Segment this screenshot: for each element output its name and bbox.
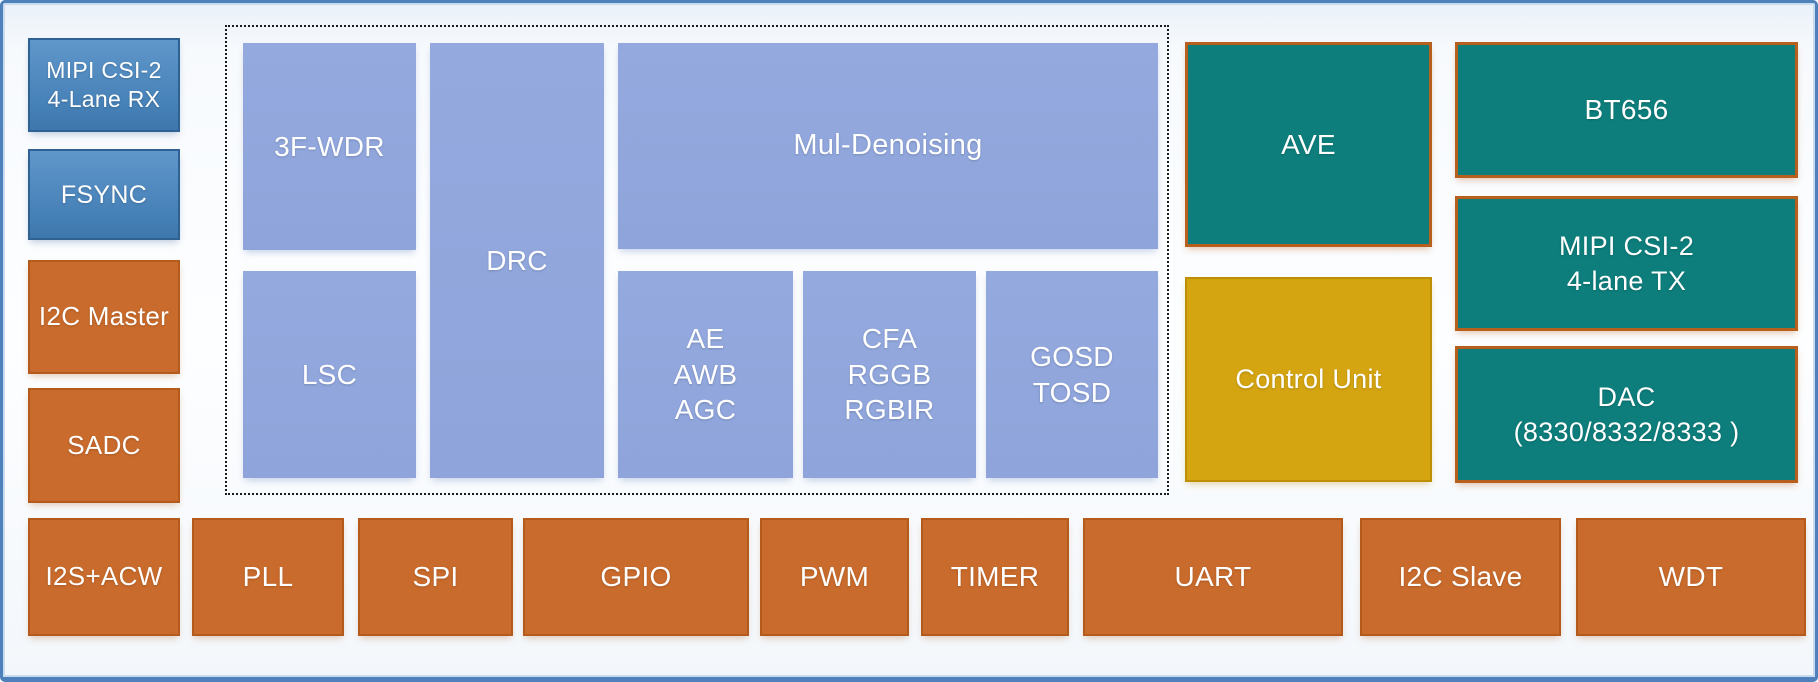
block-label: AWB	[673, 358, 738, 390]
block-label: I2C Slave	[1398, 561, 1523, 593]
block-label: UART	[1174, 561, 1252, 593]
block-ave: AVE	[1185, 42, 1432, 247]
block-fsync: FSYNC	[28, 149, 180, 240]
block-label: 4-Lane RX	[47, 86, 161, 112]
block-label: 4-lane TX	[1566, 265, 1687, 296]
block-mipi-csi2-4lane-rx: MIPI CSI-2 4-Lane RX	[28, 38, 180, 132]
block-dac: DAC (8330/8332/8333 )	[1455, 346, 1798, 483]
block-label: I2S+ACW	[45, 561, 163, 592]
block-timer: TIMER	[921, 518, 1069, 636]
block-label: RGGB	[847, 358, 932, 390]
block-mipi-csi2-4lane-tx: MIPI CSI-2 4-lane TX	[1455, 196, 1798, 331]
block-mul-denoising: Mul-Denoising	[618, 43, 1158, 249]
block-label: AE	[686, 322, 725, 354]
block-label: SPI	[412, 561, 459, 593]
block-label: CFA	[861, 322, 918, 354]
block-gpio: GPIO	[523, 518, 749, 636]
block-label: WDT	[1658, 561, 1724, 593]
block-gosd-tosd: GOSD TOSD	[986, 271, 1158, 478]
block-label: Mul-Denoising	[793, 129, 983, 162]
block-label: MIPI CSI-2	[1558, 230, 1695, 261]
block-label: BT656	[1584, 94, 1669, 126]
block-label: FSYNC	[60, 180, 148, 209]
block-label: AGC	[674, 394, 737, 426]
block-pll: PLL	[192, 518, 344, 636]
block-spi: SPI	[358, 518, 513, 636]
block-label: (8330/8332/8333 )	[1513, 416, 1740, 447]
block-label: Control Unit	[1235, 364, 1382, 395]
block-label: DRC	[486, 244, 548, 276]
block-3f-wdr: 3F-WDR	[243, 43, 416, 250]
block-ae-awb-agc: AE AWB AGC	[618, 271, 793, 478]
block-label: 3F-WDR	[274, 130, 385, 162]
isp-region-outline	[225, 25, 1169, 495]
block-label: TIMER	[950, 561, 1040, 593]
block-i2c-master: I2C Master	[28, 260, 180, 374]
block-lsc: LSC	[243, 271, 416, 478]
block-label: PLL	[242, 561, 294, 593]
block-label: PWM	[799, 561, 870, 593]
block-bt656: BT656	[1455, 42, 1798, 178]
block-wdt: WDT	[1576, 518, 1806, 636]
block-drc: DRC	[430, 43, 604, 478]
block-cfa-rggb-rgbir: CFA RGGB RGBIR	[803, 271, 976, 478]
block-label: SADC	[67, 429, 141, 460]
block-i2s-acw: I2S+ACW	[28, 518, 180, 636]
block-label: AVE	[1281, 128, 1336, 160]
block-i2c-slave: I2C Slave	[1360, 518, 1561, 636]
block-uart: UART	[1083, 518, 1343, 636]
block-label: TOSD	[1032, 376, 1112, 408]
block-sadc: SADC	[28, 388, 180, 503]
block-control-unit: Control Unit	[1185, 277, 1432, 482]
block-label: DAC	[1597, 381, 1656, 412]
block-label: GOSD	[1030, 340, 1114, 372]
block-label: LSC	[301, 358, 358, 390]
block-pwm: PWM	[760, 518, 909, 636]
block-label: I2C Master	[38, 301, 170, 332]
block-label: RGBIR	[844, 394, 935, 426]
block-label: GPIO	[600, 561, 672, 593]
block-label: MIPI CSI-2	[46, 56, 162, 83]
